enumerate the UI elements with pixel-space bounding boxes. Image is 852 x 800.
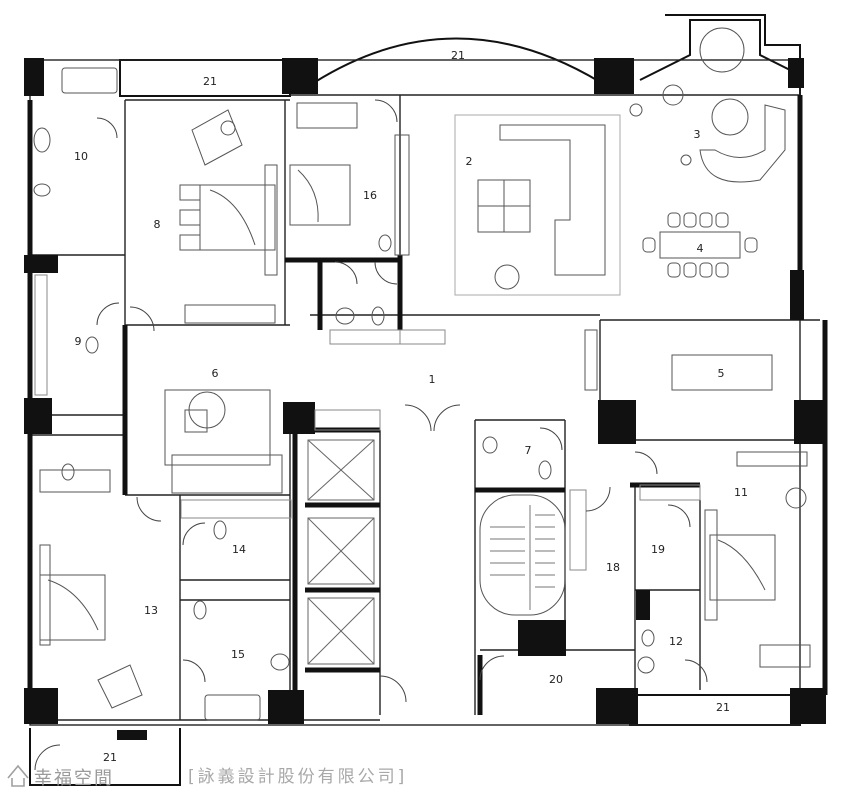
room-label-21-bottom-right: 21 — [716, 701, 730, 714]
room-label-21-top-left: 21 — [203, 75, 217, 88]
room-label-2: 2 — [466, 155, 473, 168]
watermark-brand: 幸福空間 — [34, 768, 114, 789]
room-label-14: 14 — [232, 543, 246, 556]
room-label-20: 20 — [549, 673, 563, 686]
structural-columns — [24, 58, 826, 740]
room-label-9: 9 — [75, 335, 82, 348]
room-label-16: 16 — [363, 189, 377, 202]
room-labels: 1 2 3 4 5 6 7 8 9 10 11 12 13 14 15 16 1… — [74, 49, 748, 764]
exterior-walls — [29, 14, 801, 786]
room-label-5: 5 — [718, 367, 725, 380]
door-swings — [34, 99, 708, 771]
room-label-13: 13 — [144, 604, 158, 617]
room-label-10: 10 — [74, 150, 88, 163]
room-label-1: 1 — [429, 373, 436, 386]
watermark: 幸福空間 [詠義設計股份有限公司] — [7, 764, 407, 789]
room-label-7: 7 — [525, 444, 532, 457]
room-label-12: 12 — [669, 635, 683, 648]
room-label-8: 8 — [154, 218, 161, 231]
furniture — [33, 27, 811, 721]
thick-walls — [27, 95, 828, 720]
room-label-6: 6 — [212, 367, 219, 380]
room-label-11: 11 — [734, 486, 748, 499]
room-label-18: 18 — [606, 561, 620, 574]
house-logo-icon — [7, 764, 29, 787]
interior-walls — [29, 59, 820, 726]
room-label-15: 15 — [231, 648, 245, 661]
watermark-company: [詠義設計股份有限公司] — [188, 767, 407, 787]
room-label-3: 3 — [694, 128, 701, 141]
room-label-21-bottom-left: 21 — [103, 751, 117, 764]
room-label-19: 19 — [651, 543, 665, 556]
room-label-4: 4 — [697, 242, 704, 255]
room-label-21-top-curve: 21 — [451, 49, 465, 62]
